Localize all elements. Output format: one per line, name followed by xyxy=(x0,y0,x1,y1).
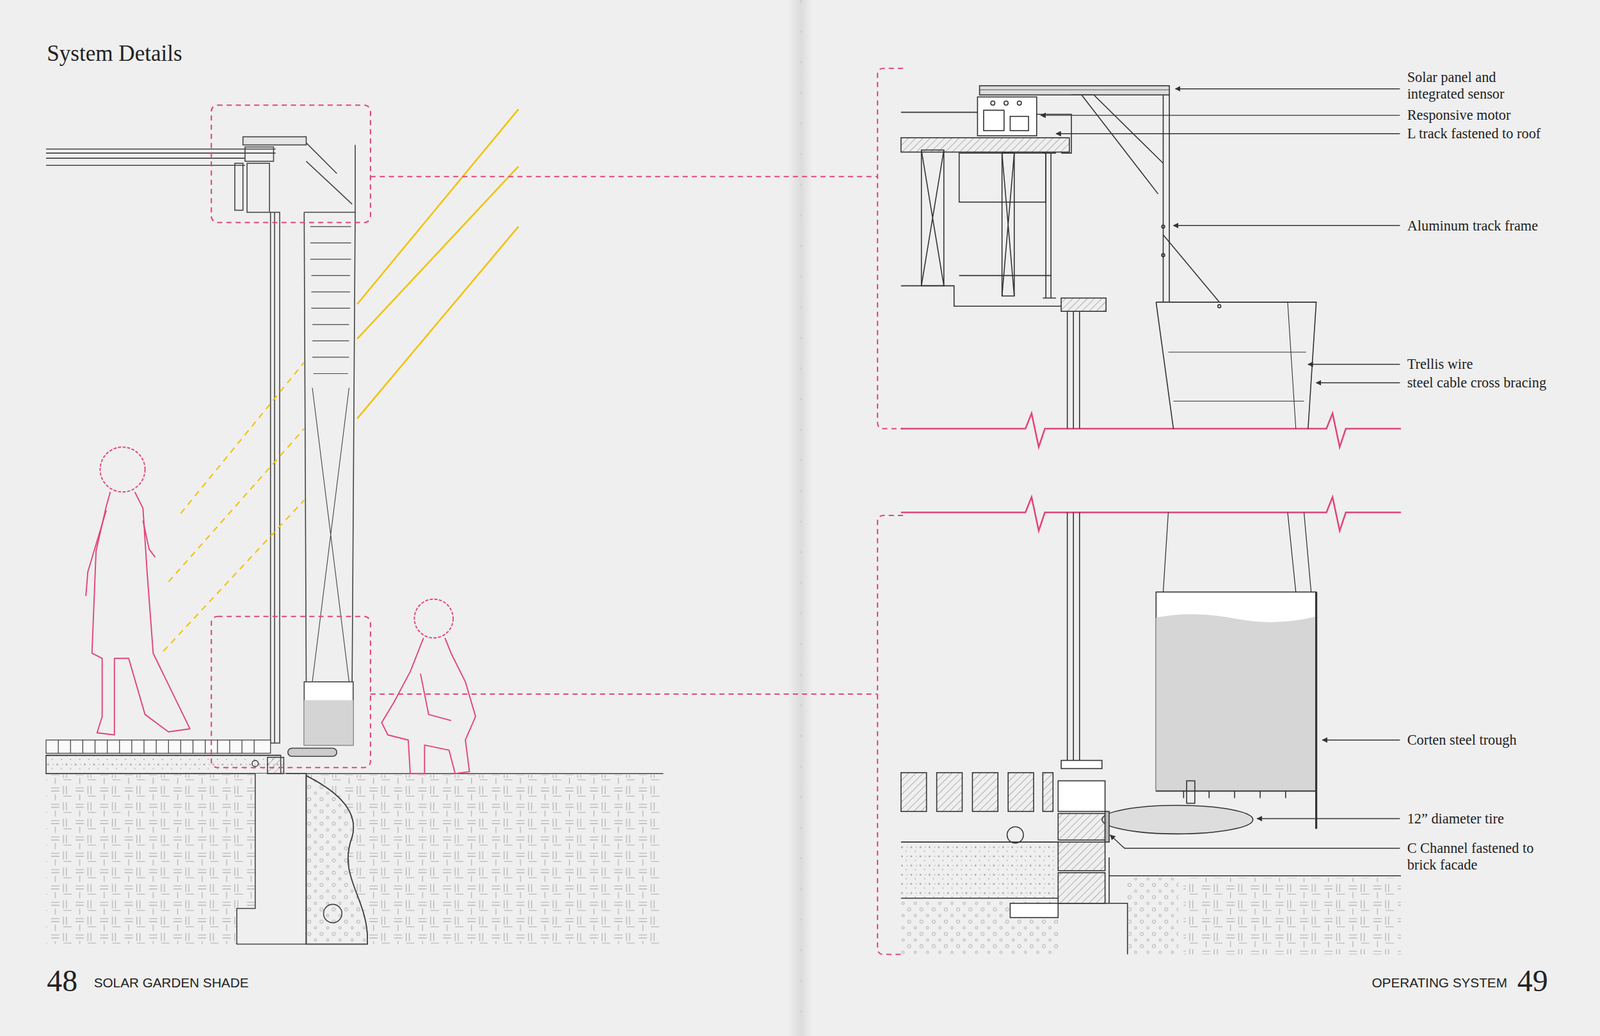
page-number: 48 xyxy=(46,962,78,998)
part-label: Aluminum track frame xyxy=(1407,217,1538,235)
page-title: System Details xyxy=(46,40,182,67)
running-footer: SOLAR GARDEN SHADE xyxy=(94,974,249,991)
part-label: C Channel fastened to brick facade xyxy=(1407,839,1538,873)
part-label: 12” diameter tire xyxy=(1407,810,1504,827)
part-label: Trellis wire xyxy=(1407,355,1474,373)
part-label: L track fastened to roof xyxy=(1407,125,1542,143)
page-number: 49 xyxy=(1517,962,1549,998)
part-label: Responsive motor xyxy=(1407,106,1512,124)
running-footer: OPERATING SYSTEM xyxy=(1371,974,1507,991)
part-label: Solar panel and integrated sensor xyxy=(1407,69,1530,102)
part-label: Corten steel trough xyxy=(1407,731,1517,749)
part-label: steel cable cross bracing xyxy=(1407,374,1547,392)
